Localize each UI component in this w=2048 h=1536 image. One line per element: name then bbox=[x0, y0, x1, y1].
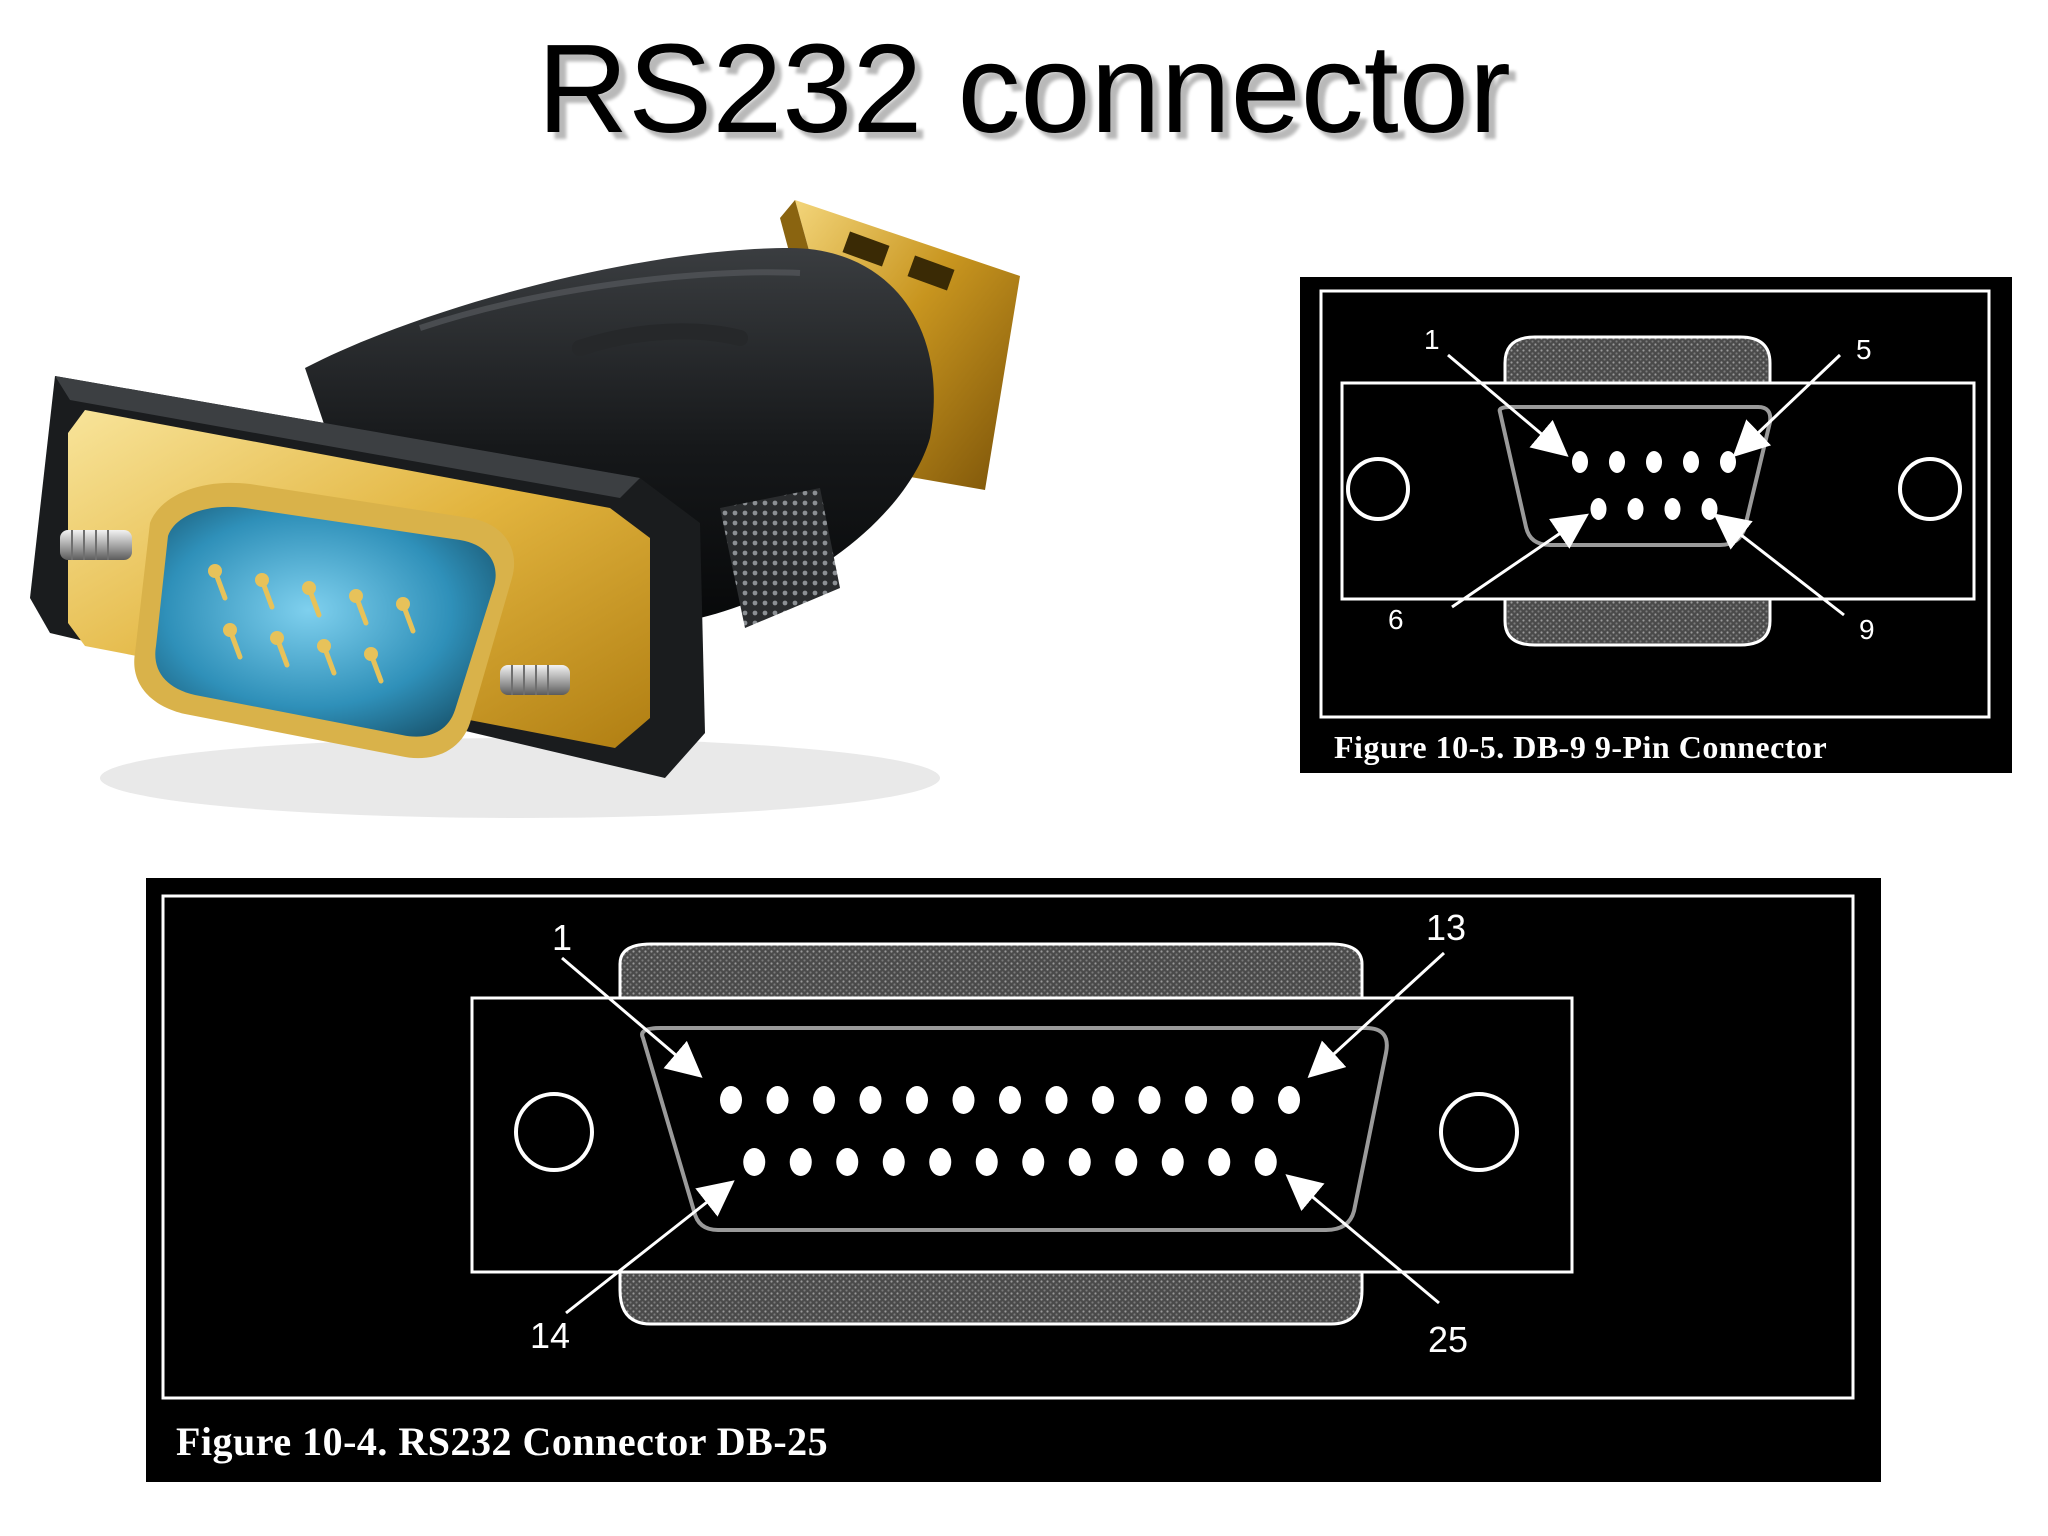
db25-frame bbox=[161, 894, 1855, 1400]
db9-mount-hole-right bbox=[1898, 457, 1962, 521]
db25-arrow-pin14 bbox=[565, 1180, 735, 1315]
db25-label-25: 25 bbox=[1428, 1319, 1468, 1360]
db9-frame bbox=[1319, 289, 1991, 719]
db25-mount-hole-left bbox=[514, 1092, 594, 1172]
db25-pins bbox=[720, 1086, 1300, 1176]
db25-pin-11 bbox=[1185, 1086, 1207, 1114]
db9-lower-body bbox=[1503, 597, 1772, 647]
db9-figure: 1 5 6 9 Figure 10-5. DB-9 9-Pin Connecto… bbox=[1300, 277, 2012, 773]
db25-pin-5 bbox=[906, 1086, 928, 1114]
db25-arrow-pin13 bbox=[1307, 951, 1446, 1079]
db9-pin-1 bbox=[1572, 451, 1588, 473]
db9-arrow-pin6 bbox=[1451, 513, 1589, 609]
db25-pin-3 bbox=[813, 1086, 835, 1114]
db25-pin-21 bbox=[1068, 1148, 1091, 1176]
screw-right bbox=[500, 665, 570, 695]
db25-figure: 1 13 14 25 Figure 10-4. RS232 Connector … bbox=[146, 878, 1881, 1482]
db25-lower-body bbox=[618, 1270, 1364, 1326]
db9-label-6: 6 bbox=[1388, 604, 1404, 635]
screw-left bbox=[60, 530, 132, 560]
db9-pin-5 bbox=[1720, 451, 1736, 473]
db25-pin-24 bbox=[1208, 1148, 1231, 1176]
db25-arrow-pin1 bbox=[561, 956, 703, 1078]
db25-pin-25 bbox=[1254, 1148, 1277, 1176]
db25-pin-18 bbox=[929, 1148, 952, 1176]
db25-pin-15 bbox=[789, 1148, 812, 1176]
db25-pin-4 bbox=[859, 1086, 882, 1114]
db9-label-1: 1 bbox=[1424, 324, 1440, 355]
db25-pin-2 bbox=[766, 1086, 789, 1114]
db25-pin-20 bbox=[1022, 1148, 1045, 1176]
db25-arrow-pin25 bbox=[1285, 1174, 1440, 1305]
db25-label-14: 14 bbox=[530, 1315, 570, 1356]
db9-mount-hole-left bbox=[1346, 457, 1410, 521]
db9-label-9: 9 bbox=[1859, 614, 1875, 645]
db9-pin-6 bbox=[1590, 498, 1607, 520]
db25-pin-12 bbox=[1231, 1086, 1254, 1114]
db9-label-5: 5 bbox=[1856, 334, 1872, 365]
db25-pin-13 bbox=[1278, 1086, 1300, 1114]
db25-pin-14 bbox=[743, 1148, 766, 1176]
db25-pin-10 bbox=[1138, 1086, 1161, 1114]
db25-upper-body bbox=[618, 942, 1364, 1000]
db9-arrow-pin9 bbox=[1713, 513, 1845, 617]
db9-diagram: 1 5 6 9 bbox=[1319, 289, 1991, 719]
db9-caption: Figure 10-5. DB-9 9-Pin Connector bbox=[1334, 729, 1828, 765]
db25-pin-6 bbox=[952, 1086, 975, 1114]
db25-pin-7 bbox=[999, 1086, 1021, 1114]
db9-pins bbox=[1572, 451, 1736, 520]
db25-pin-22 bbox=[1115, 1148, 1138, 1176]
db25-mount-hole-right bbox=[1439, 1092, 1519, 1172]
db25-pin-19 bbox=[975, 1148, 998, 1176]
db9-pin-4 bbox=[1683, 451, 1699, 473]
slide-title: RS232 connector bbox=[537, 18, 1511, 159]
db25-pin-17 bbox=[882, 1148, 905, 1176]
db25-label-13: 13 bbox=[1426, 907, 1466, 948]
db9-arrow-pin1 bbox=[1447, 353, 1569, 457]
grip-section bbox=[720, 488, 840, 628]
db9-pin-9 bbox=[1701, 498, 1718, 520]
db25-diagram: 1 13 14 25 bbox=[161, 894, 1855, 1400]
db9-flange bbox=[1340, 381, 1976, 601]
db9-upper-body bbox=[1503, 335, 1772, 385]
db9-pin-8 bbox=[1664, 498, 1681, 520]
db9-pin-3 bbox=[1646, 451, 1662, 473]
adapter-photo bbox=[30, 200, 1020, 818]
db25-label-1: 1 bbox=[552, 917, 572, 958]
db25-caption: Figure 10-4. RS232 Connector DB-25 bbox=[176, 1419, 829, 1464]
db25-pin-23 bbox=[1161, 1148, 1184, 1176]
db25-pin-1 bbox=[720, 1086, 742, 1114]
db25-shell-outline bbox=[640, 1026, 1389, 1232]
db25-pin-8 bbox=[1045, 1086, 1068, 1114]
db25-pin-16 bbox=[836, 1148, 859, 1176]
db9-pin-7 bbox=[1627, 498, 1644, 520]
db9-pin-2 bbox=[1609, 451, 1625, 473]
db25-pin-9 bbox=[1092, 1086, 1114, 1114]
db9-arrow-pin5 bbox=[1732, 353, 1842, 458]
